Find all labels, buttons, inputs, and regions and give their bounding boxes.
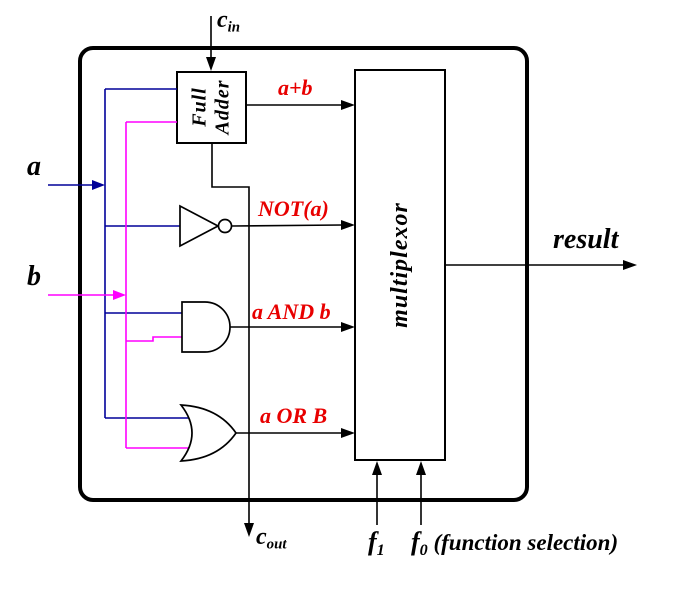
- full-adder-label-line2: Adder: [211, 79, 234, 135]
- cout-arrowhead-icon: [244, 523, 254, 537]
- and-gate: [181, 301, 231, 353]
- f0-label-sub: 0: [419, 541, 428, 559]
- op-label-add: a+b: [278, 75, 313, 100]
- b-arrowhead-icon: [113, 290, 126, 300]
- op-label-or: a OR B: [260, 403, 328, 428]
- cout-label-base: c: [256, 524, 267, 550]
- not-arrowhead-icon: [341, 220, 355, 230]
- adder-arrowhead-icon: [341, 100, 355, 110]
- f1-label-sub: 1: [376, 541, 385, 559]
- cout-wire: [211, 143, 250, 524]
- not-gate-bubble: [217, 218, 233, 234]
- wire-a-arrowheads: [92, 180, 105, 190]
- black-wires: [210, 16, 624, 525]
- full-adder-label-line1: Full: [188, 87, 211, 127]
- full-adder-box: [176, 71, 247, 144]
- multiplexor-label: multiplexor: [387, 202, 413, 328]
- a-input-label: a: [27, 151, 41, 182]
- b-input-label: b: [27, 261, 41, 292]
- multiplexor-box: [354, 69, 446, 461]
- f0-arrowhead-icon: [416, 461, 426, 475]
- f0-label: f0 (function selection): [411, 529, 618, 559]
- or-gate: [179, 404, 238, 462]
- f0-label-base: f: [411, 527, 420, 556]
- f1-label: f1: [368, 529, 385, 559]
- or-arrowhead-icon: [341, 428, 355, 438]
- wire-b-lines: [48, 121, 196, 449]
- cin-label-sub: in: [227, 19, 241, 36]
- cout-label-sub: out: [266, 536, 287, 553]
- full-adder-label: Full Adder: [189, 67, 235, 148]
- result-arrowhead-icon: [623, 260, 637, 270]
- function-selection-note-text: (function selection): [433, 530, 619, 555]
- wire-a-lines: [48, 88, 192, 419]
- cout-label: cout: [256, 525, 287, 552]
- b-to-and-wire: [126, 336, 184, 342]
- cin-label: cin: [217, 8, 240, 35]
- and-arrowhead-icon: [341, 322, 355, 332]
- result-label: result: [553, 224, 619, 255]
- f1-label-base: f: [368, 527, 377, 556]
- function-selection-note: (function selection): [428, 530, 618, 555]
- logic-gates: [179, 204, 238, 462]
- cin-arrowhead-icon: [206, 57, 216, 71]
- op-label-not: NOT(a): [258, 196, 329, 221]
- black-arrowheads: [206, 57, 637, 537]
- a-arrowhead-icon: [92, 180, 105, 190]
- f1-arrowhead-icon: [372, 461, 382, 475]
- not-output-wire: [231, 224, 343, 227]
- op-label-and: a AND b: [252, 299, 331, 324]
- cin-label-base: c: [217, 7, 228, 33]
- wire-b-arrowheads: [113, 290, 126, 300]
- not-gate: [179, 204, 220, 248]
